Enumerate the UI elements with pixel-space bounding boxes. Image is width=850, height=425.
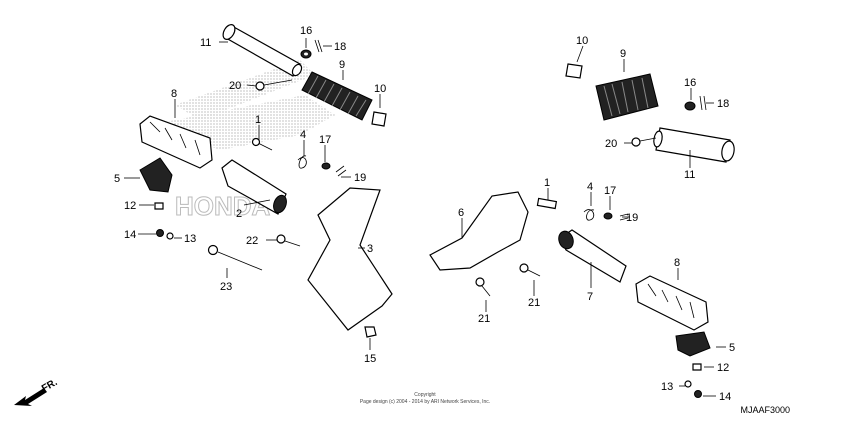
label-10: 10 [374,83,386,95]
footpeg-arm-left [221,159,287,215]
label-16: 16 [684,77,696,89]
bolts-21 [475,263,541,297]
arrow-icon [14,388,47,406]
label-17: 17 [319,134,331,146]
label-18: 18 [717,98,729,110]
bolt-20-left [255,79,293,91]
direction-label: FR. [40,377,60,395]
bolt-1-left [251,137,273,151]
washer-17-left [321,162,331,170]
label-7: 7 [587,291,593,303]
label-2: 2 [236,208,242,220]
label-22: 22 [246,235,258,247]
label-19: 19 [354,172,366,184]
bolt-22 [276,234,301,247]
label-5: 5 [729,342,735,354]
label-3: 3 [367,243,373,255]
copyright-text: Page design (c) 2004 - 2014 by ARI Netwo… [360,399,490,405]
callout-labels: 11 16 18 9 10 8 20 1 4 17 19 5 12 2 14 1… [114,25,735,403]
bracket-6 [429,191,529,271]
pin-right [653,127,735,163]
label-23: 23 [220,281,232,293]
label-4: 4 [300,129,306,141]
bracket-5-left [139,157,173,193]
label-20: 20 [229,80,241,92]
label-20: 20 [605,138,617,150]
plate-right [565,63,583,79]
label-11: 11 [200,37,211,49]
label-5: 5 [114,173,120,185]
bolt-20-right [631,137,657,147]
label-21: 21 [528,297,540,309]
label-12: 12 [124,200,136,212]
label-11: 11 [684,169,695,181]
copyright-title: Copyright [414,392,436,398]
label-12: 12 [717,362,729,374]
diagram-code: MJAAF3000 [740,405,790,415]
label-13: 13 [184,233,196,245]
pin-19-left [335,165,347,177]
pin-19-right [619,213,629,221]
footpeg-right [635,275,709,331]
bracket-5-right [675,331,711,357]
footpeg-arm-right [558,229,627,283]
nut-12-left [154,202,164,210]
bolts-13-14-left [156,229,174,240]
label-15: 15 [364,353,376,365]
label-18: 18 [334,41,346,53]
label-6: 6 [458,207,464,219]
label-9: 9 [339,59,345,71]
label-4: 4 [587,181,593,193]
washer-17-right [603,212,613,220]
label-14: 14 [719,391,731,403]
label-8: 8 [674,257,680,269]
bracket-3 [307,187,393,331]
leader-lines [124,38,726,397]
label-9: 9 [620,48,626,60]
label-10: 10 [576,35,588,47]
footpeg-rubber-left [301,71,373,121]
cotter-pin-left [314,39,323,53]
label-21: 21 [478,313,490,325]
spring-left [297,155,307,169]
nut-12-right [692,363,702,371]
nut-15 [364,326,377,338]
label-17: 17 [604,185,616,197]
label-1: 1 [255,114,261,126]
pin-left [222,24,303,77]
label-16: 16 [300,25,312,37]
bolt-23 [207,244,263,271]
label-8: 8 [171,88,177,100]
plate-left [371,111,387,127]
label-14: 14 [124,229,136,241]
spring-right [583,209,595,221]
footpeg-left [139,115,213,169]
footpeg-rubber-right [595,73,659,121]
washer-right [684,101,696,111]
label-1: 1 [544,177,550,189]
cotter-pin-right [699,95,707,111]
label-19: 19 [626,212,638,224]
bolts-13-14-right [684,380,702,398]
bolt-1-right [536,197,558,210]
front-direction-indicator: FR. [14,377,60,406]
label-13: 13 [661,381,673,393]
